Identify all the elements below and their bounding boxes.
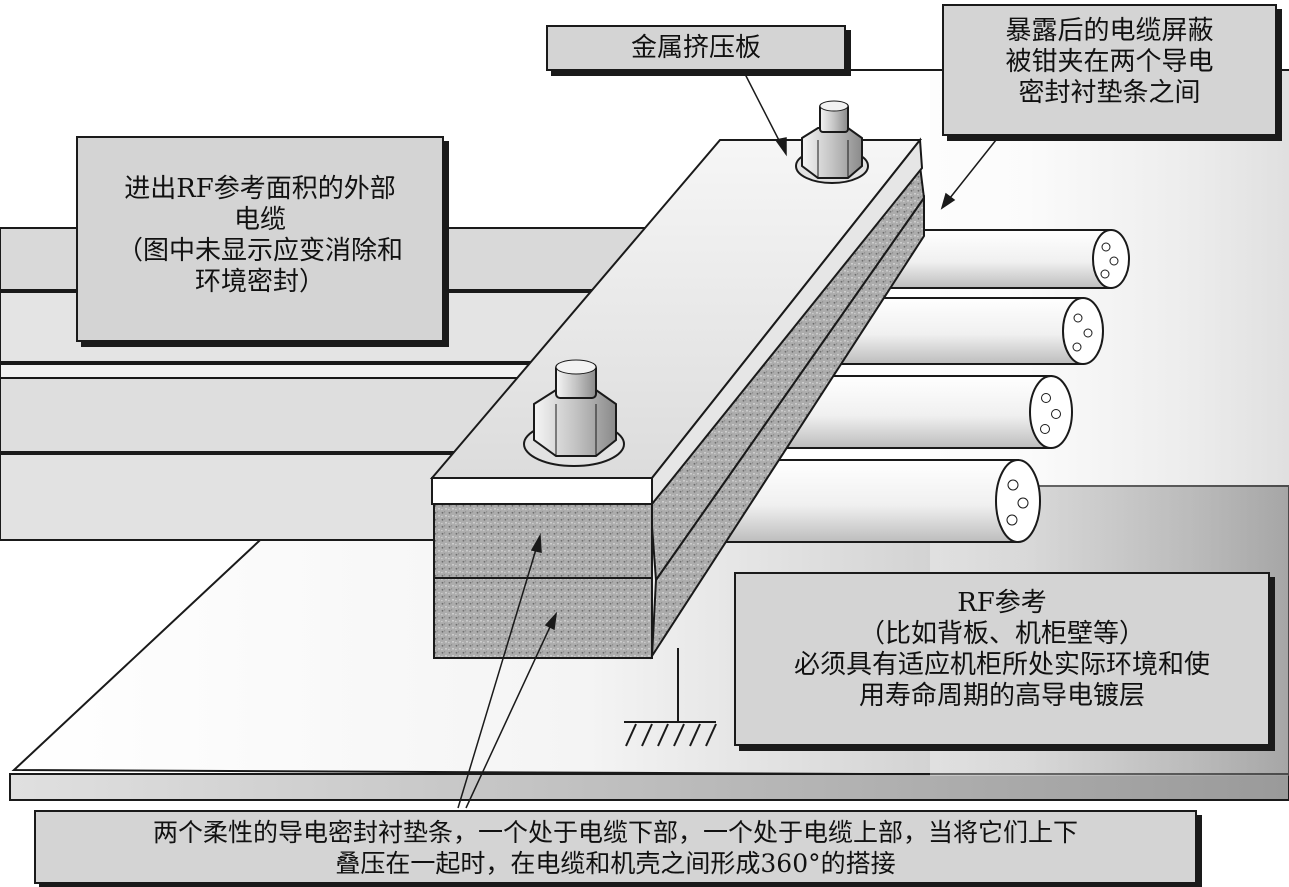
callout-rf-reference: RF参考 （比如背板、机柜壁等） 必须具有适应机柜所处实际环境和使 用寿命周期的… (734, 572, 1270, 746)
label-cables-line-3: （图中未显示应变消除和 (78, 236, 442, 267)
lower-gasket-strip (434, 578, 652, 658)
label-shield-line-3: 密封衬垫条之间 (944, 78, 1275, 109)
label-rf-line-3: 必须具有适应机柜所处实际环境和使 (736, 650, 1268, 681)
label-cables-line-1: 进出RF参考面积的外部 (78, 174, 442, 205)
callout-cable-shield: 暴露后的电缆屏蔽 被钳夹在两个导电 密封衬垫条之间 (942, 4, 1277, 136)
label-gaskets-line-1: 两个柔性的导电密封衬垫条，一个处于电缆下部，一个处于电缆上部，当将它们上下 (36, 817, 1195, 848)
label-shield-line-1: 暴露后的电缆屏蔽 (944, 16, 1275, 47)
callout-conductive-gaskets: 两个柔性的导电密封衬垫条，一个处于电缆下部，一个处于电缆上部，当将它们上下 叠压… (34, 810, 1197, 884)
label-shield-line-2: 被钳夹在两个导电 (944, 47, 1275, 78)
callout-external-cables: 进出RF参考面积的外部 电缆 （图中未显示应变消除和 环境密封） (76, 136, 444, 342)
label-rf-line-2: （比如背板、机柜壁等） (736, 619, 1268, 650)
label-cables-line-2: 电缆 (78, 205, 442, 236)
label-cables-line-4: 环境密封） (78, 267, 442, 298)
label-metal-pressure-plate: 金属挤压板 (548, 33, 844, 64)
label-rf-line-1: RF参考 (736, 588, 1268, 619)
label-gaskets-line-2: 叠压在一起时，在电缆和机壳之间形成360°的搭接 (36, 848, 1195, 879)
label-rf-line-4: 用寿命周期的高导电镀层 (736, 681, 1268, 712)
upper-gasket-strip (434, 502, 652, 578)
callout-metal-pressure-plate: 金属挤压板 (546, 25, 846, 71)
bolt-upper (796, 101, 868, 183)
